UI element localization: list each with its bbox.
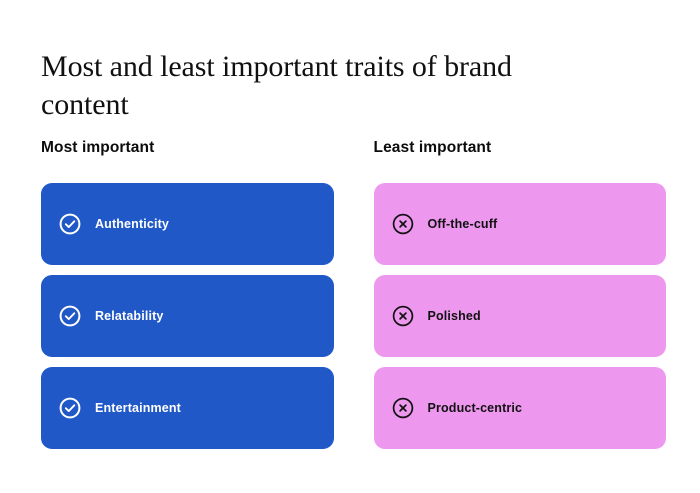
trait-card-polished[interactable]: Polished	[373, 275, 666, 357]
check-circle-icon	[59, 305, 81, 327]
column-least-important: Least important Off-the-cuff	[373, 138, 666, 449]
trait-label: Off-the-cuff	[427, 217, 498, 231]
trait-card-off-the-cuff[interactable]: Off-the-cuff	[373, 183, 666, 265]
column-header-least-important: Least important	[373, 139, 492, 156]
trait-card-authenticity[interactable]: Authenticity	[41, 183, 334, 265]
check-circle-icon	[59, 213, 81, 235]
x-circle-icon	[392, 397, 414, 419]
page-title: Most and least important traits of brand…	[41, 50, 512, 122]
trait-card-entertainment[interactable]: Entertainment	[41, 367, 334, 449]
trait-label: Polished	[427, 309, 481, 323]
x-circle-icon	[392, 305, 414, 327]
trait-card-relatability[interactable]: Relatability	[41, 275, 334, 357]
column-header-most-important: Most important	[41, 139, 155, 156]
card-list-least-important: Off-the-cuff Polished	[373, 183, 666, 449]
trait-label: Entertainment	[95, 401, 181, 415]
trait-columns: Most important Authenticity	[41, 138, 666, 449]
trait-card-product-centric[interactable]: Product-centric	[373, 367, 666, 449]
trait-label: Relatability	[95, 309, 164, 323]
card-list-most-important: Authenticity Relatability	[41, 183, 334, 449]
trait-label: Authenticity	[95, 217, 170, 231]
x-circle-icon	[392, 213, 414, 235]
trait-label: Product-centric	[427, 401, 523, 415]
column-most-important: Most important Authenticity	[41, 138, 334, 449]
check-circle-icon	[59, 397, 81, 419]
